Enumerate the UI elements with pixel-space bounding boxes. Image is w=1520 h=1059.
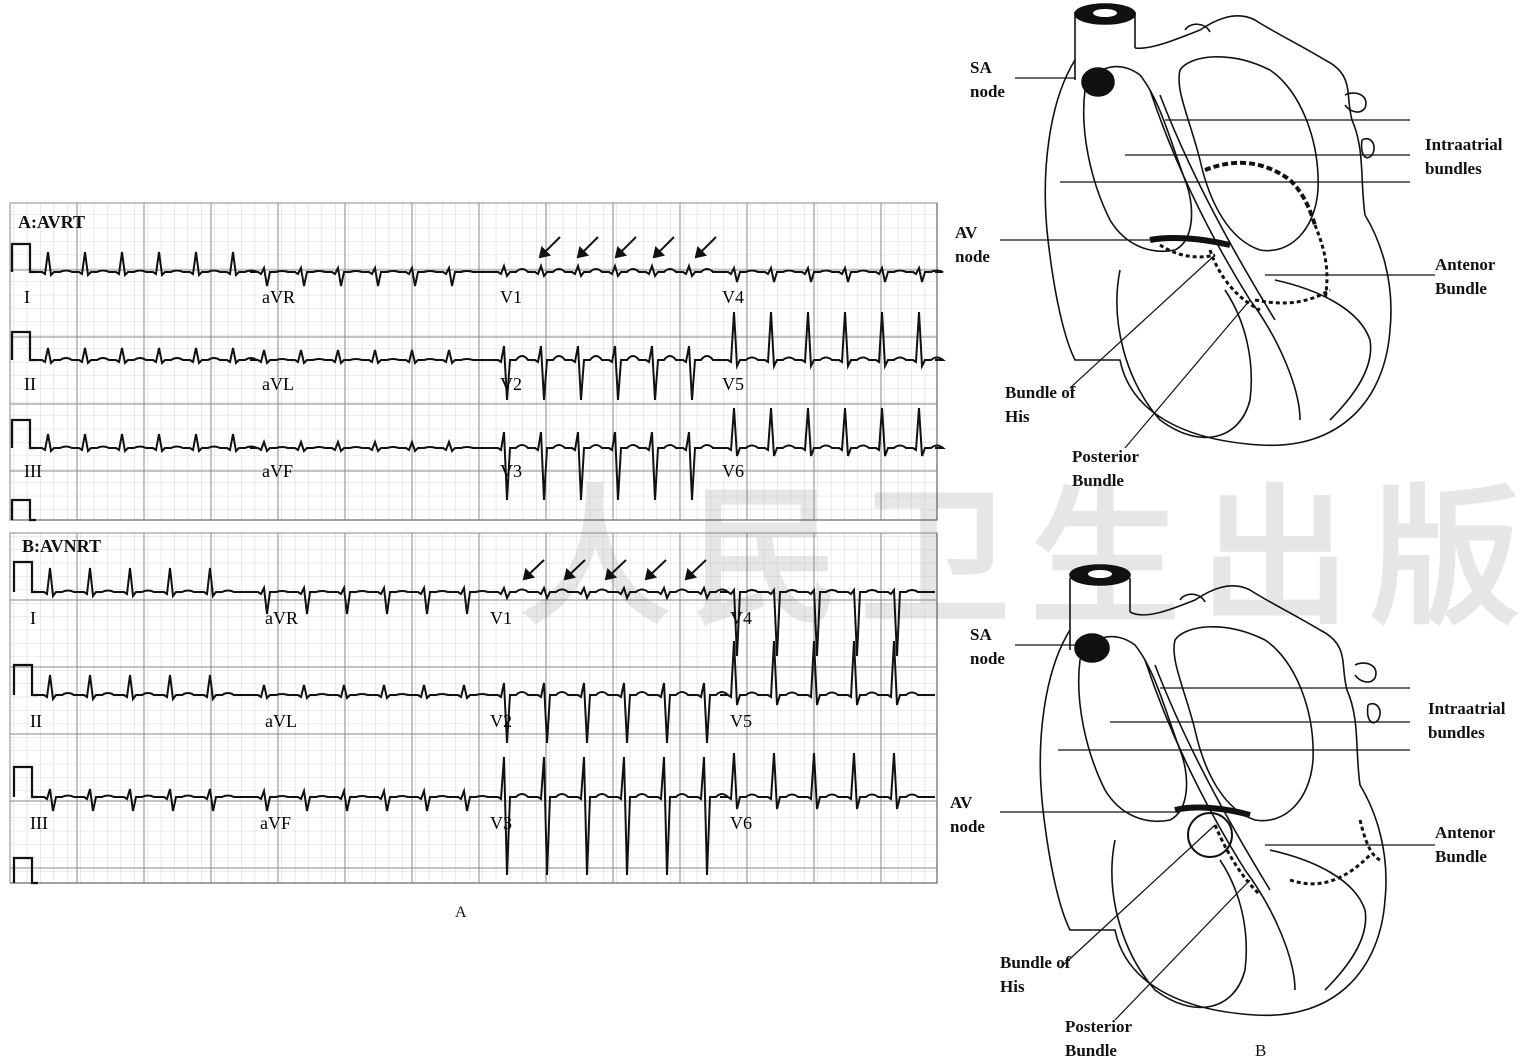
ecg-traces <box>10 242 946 522</box>
calibration-pulse <box>12 765 38 799</box>
ecg-trace <box>250 584 490 615</box>
lead-labels: I aVR V1 V4 II aVL V2 V5 III aVF V3 V6 <box>30 608 752 833</box>
lead-label: V3 <box>500 461 522 481</box>
ecg-trace <box>36 788 250 812</box>
lead-label: V1 <box>490 608 512 628</box>
ecg-trace <box>250 349 490 365</box>
ecg-trace <box>720 640 935 706</box>
lead-labels: I aVR V1 V4 II aVL V2 V5 III aVF V3 V6 <box>24 287 744 481</box>
ecg-trace <box>490 682 731 744</box>
lead-label: V6 <box>730 813 752 833</box>
lead-label: V5 <box>730 711 752 731</box>
calibration-pulse <box>10 330 36 362</box>
lead-label: aVL <box>262 374 294 394</box>
ecg-trace <box>490 262 720 279</box>
ecg-trace <box>490 756 731 876</box>
calibration-pulse <box>12 663 38 697</box>
lead-label: II <box>24 374 36 394</box>
ecg-trace <box>250 439 490 453</box>
ecg-strip-avrt: A:AVRT I aVR V1 V4 II aVL V2 V5 III aVF … <box>9 202 946 522</box>
ecg-trace <box>720 265 944 283</box>
ecg-trace <box>720 311 946 370</box>
lead-label: I <box>24 287 30 307</box>
calibration-pulse <box>10 242 36 274</box>
ecg-trace <box>34 251 258 278</box>
lead-label: V1 <box>500 287 522 307</box>
p-wave-arrows <box>538 236 717 259</box>
lead-label: V3 <box>490 813 512 833</box>
ecg-traces <box>12 560 935 885</box>
lead-label: II <box>30 711 42 731</box>
ecg-strip-avnrt: B:AVNRT I aVR V1 V4 II aVL V2 V5 III aVF… <box>9 532 938 885</box>
ecg-trace <box>490 345 720 401</box>
lead-label: V4 <box>722 287 744 307</box>
strip-title: B:AVNRT <box>22 536 101 556</box>
lead-label: V5 <box>722 374 744 394</box>
ecg-trace <box>36 567 250 599</box>
ecg-trace <box>36 674 250 702</box>
heart-diagram-avnrt <box>1000 564 1435 1021</box>
lead-label: V2 <box>500 374 522 394</box>
ecg-trace <box>720 752 935 810</box>
lead-label: V6 <box>722 461 744 481</box>
ecg-trace <box>490 585 731 601</box>
calibration-pulse <box>10 418 36 450</box>
lead-label: V2 <box>490 711 512 731</box>
lead-label: aVR <box>265 608 298 628</box>
ecg-trace <box>250 787 490 812</box>
ecg-trace <box>250 684 490 700</box>
ecg-trace <box>720 587 935 657</box>
lead-label: aVF <box>262 461 293 481</box>
lead-label: aVR <box>262 287 295 307</box>
calibration-pulse <box>12 856 38 885</box>
p-wave-arrows <box>522 559 707 581</box>
heart-diagram-avrt <box>1000 3 1435 449</box>
calibration-pulse <box>10 498 36 522</box>
ecg-trace <box>34 433 258 454</box>
ecg-trace <box>720 407 946 457</box>
ecg-trace <box>250 264 490 287</box>
calibration-pulse <box>12 560 38 594</box>
strip-title: A:AVRT <box>18 212 85 232</box>
lead-label: III <box>30 813 48 833</box>
ecg-trace <box>34 347 261 366</box>
lead-label: I <box>30 608 36 628</box>
lead-label: aVL <box>265 711 297 731</box>
panel-caption-a: A <box>455 904 467 921</box>
ecg-trace <box>490 431 720 501</box>
panel-caption-b: B <box>1255 1041 1266 1059</box>
lead-label: V4 <box>730 608 752 628</box>
lead-label: aVF <box>260 813 291 833</box>
lead-label: III <box>24 461 42 481</box>
